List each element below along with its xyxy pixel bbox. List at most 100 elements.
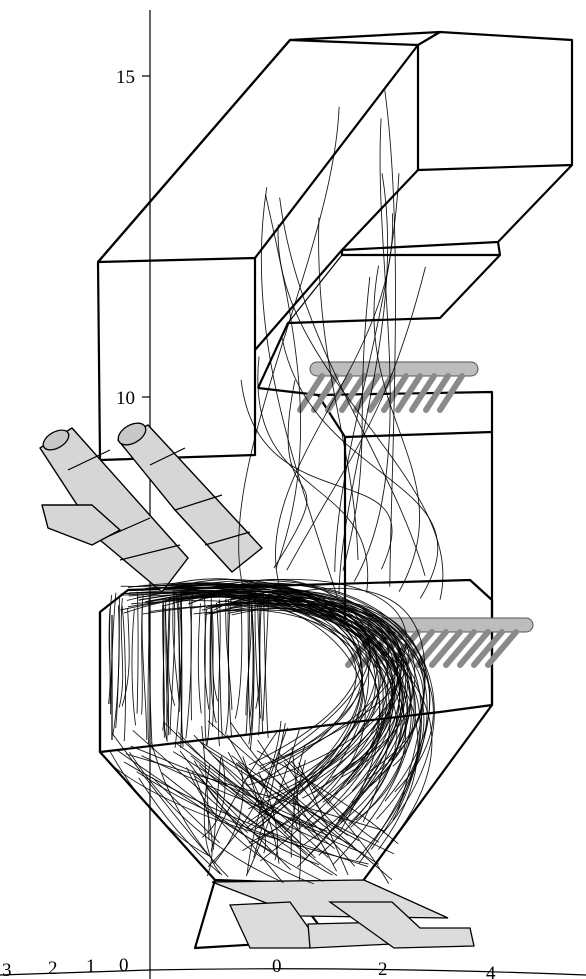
trajectory-line: [256, 750, 399, 845]
trajectory-line: [142, 602, 407, 792]
trajectory-line: [147, 604, 151, 745]
trajectory-line: [164, 607, 170, 736]
trajectory-line: [190, 755, 308, 856]
horizontal-axis-left: [0, 969, 151, 976]
trajectory-line: [227, 586, 412, 828]
trajectory-line: [179, 607, 183, 749]
trajectory-line: [172, 751, 292, 833]
trajectory-line: [118, 598, 124, 708]
trajectory-line: [163, 595, 366, 803]
trajectory-line: [197, 603, 202, 714]
trajectory-line: [111, 732, 209, 855]
trajectory-line: [108, 594, 113, 704]
trajectory-line: [211, 604, 214, 727]
tick-label-x-4: 4: [486, 963, 496, 979]
trajectory-line: [286, 266, 426, 571]
trajectory-line: [384, 90, 396, 587]
trajectory-line: [172, 579, 435, 834]
trajectory-line: [258, 771, 279, 861]
trajectory-line: [240, 379, 393, 570]
trajectory-line: [178, 595, 184, 747]
burner-upper-right: [117, 422, 263, 573]
trajectory-line: [206, 607, 212, 747]
trajectory-line: [215, 602, 223, 737]
trajectory-line: [202, 746, 395, 855]
trajectory-line: [141, 755, 328, 832]
trajectory-line: [138, 591, 391, 823]
tick-label-15: 15: [116, 67, 135, 88]
trajectory-line: [207, 720, 393, 881]
tick-label-10: 10: [116, 388, 135, 409]
trajectory-line: [318, 217, 359, 561]
trajectory-line: [255, 603, 263, 709]
combustion-chamber: [98, 578, 494, 887]
tick-label-x-2: 2: [48, 958, 58, 979]
trajectory-line: [174, 741, 316, 859]
trajectory-line: [201, 755, 226, 838]
trajectory-line: [174, 599, 183, 748]
trajectory-line: [238, 106, 340, 595]
trajectory-line: [120, 592, 411, 845]
trajectory-line: [166, 582, 380, 810]
trajectory-line: [199, 741, 356, 867]
trajectory-line: [257, 356, 369, 593]
trajectory-line: [237, 761, 319, 841]
trajectory-line: [239, 581, 407, 821]
trajectory-line: [353, 118, 391, 582]
trajectory-line: [265, 194, 302, 569]
tick-label-x-0a: 0: [119, 955, 129, 976]
trajectory-line: [186, 767, 315, 885]
trajectory-line: [121, 608, 130, 707]
trajectory-line: [151, 777, 220, 844]
trajectory-line: [145, 586, 392, 799]
trajectory-line: [203, 594, 207, 745]
trajectory-line: [185, 601, 192, 739]
trajectory-line: [249, 601, 254, 718]
trajectory-line: [177, 732, 328, 836]
trajectory-line: [163, 722, 365, 854]
trajectory-line: [162, 597, 168, 740]
horizontal-axis-right: [149, 968, 586, 976]
trajectory-line: [293, 744, 306, 833]
trajectory-line: [109, 751, 211, 857]
trajectory-line: [279, 197, 426, 576]
trajectory-line: [193, 760, 302, 848]
trajectory-line: [291, 747, 301, 881]
trajectory-line: [201, 778, 320, 866]
trajectory-line: [235, 762, 335, 849]
trajectory-line: [227, 751, 338, 876]
trajectory-line: [207, 720, 282, 868]
trajectory-line: [164, 578, 381, 783]
trajectory-line: [132, 729, 248, 834]
trajectory-line: [148, 599, 153, 750]
trajectory-line: [217, 599, 221, 747]
tick-label-x-2b: 2: [378, 959, 388, 979]
upper-flue-duct: [96, 30, 574, 462]
trajectory-line: [138, 777, 221, 875]
trajectory-line: [120, 585, 433, 842]
trajectory-line: [334, 173, 400, 572]
tick-label-x-3: 3: [2, 960, 12, 979]
trajectory-line: [172, 584, 384, 833]
trajectory-line: [203, 765, 223, 876]
trajectory-line: [338, 173, 389, 595]
trajectory-line: [216, 603, 430, 802]
trajectory-line: [169, 590, 176, 735]
trajectory-line: [228, 597, 233, 738]
trajectory-line: [204, 608, 210, 710]
trajectory-line: [277, 752, 390, 884]
trajectory-line: [136, 591, 139, 714]
trajectory-line: [273, 379, 308, 569]
trajectory-line: [131, 608, 137, 726]
trajectory-line: [277, 224, 444, 600]
trajectory-line: [213, 757, 222, 850]
trajectory-line: [141, 594, 148, 740]
axes: 15 10 3 2 1 0 0 2 4: [0, 10, 586, 979]
trajectory-line: [260, 187, 338, 597]
trajectory-line: [123, 761, 369, 868]
trajectory-line: [109, 592, 117, 705]
trajectory-line: [342, 276, 371, 571]
trajectory-line: [150, 604, 421, 850]
trajectory-line: [166, 596, 171, 742]
